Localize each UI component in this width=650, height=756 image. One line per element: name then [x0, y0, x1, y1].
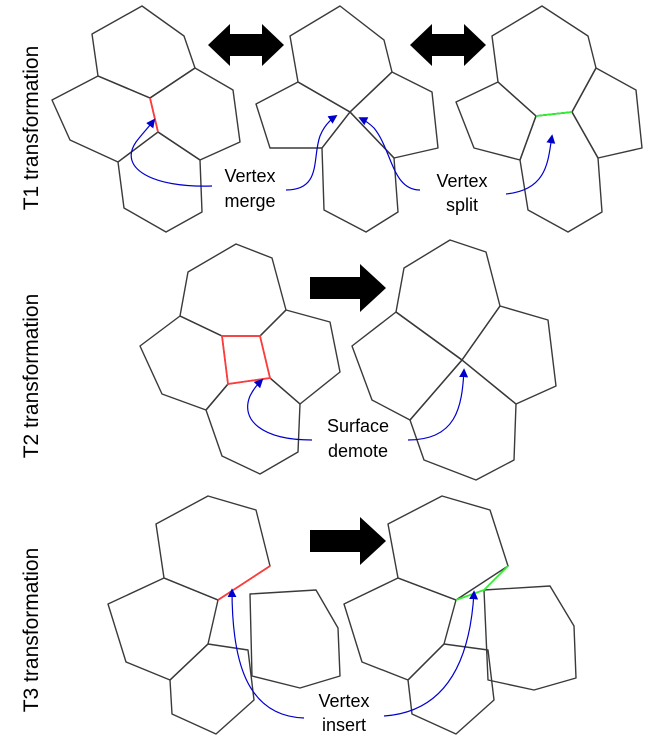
annotation-vertex-merge-line2: merge: [224, 191, 275, 211]
removed-cell: [220, 335, 272, 386]
cell: [349, 71, 439, 159]
cell: [491, 5, 597, 117]
annotation-curve: [130, 118, 213, 187]
t1-double-arrow-left: [208, 24, 284, 66]
cell: [259, 309, 341, 405]
new-edge: [535, 111, 573, 117]
double-headed-arrow-icon: [208, 24, 284, 66]
row-label-t2: T2 transformation: [20, 294, 43, 459]
annotation-curve: [247, 378, 313, 441]
cell: [139, 315, 229, 411]
annotation-vertex-merge-line1: Vertex: [224, 166, 275, 186]
annotation-curve: [358, 117, 421, 191]
new-edge: [455, 565, 509, 601]
t1-double-arrow-right: [410, 24, 486, 66]
cell: [169, 643, 255, 735]
annotation-vertex-split-line2: split: [446, 195, 478, 215]
annotation-vertex-split-line1: Vertex: [436, 171, 487, 191]
cell: [395, 239, 501, 361]
cell: [155, 495, 271, 601]
cell: [117, 131, 203, 233]
annotation-vertex-insert-line2: insert: [322, 715, 366, 735]
annotation-curve: [407, 368, 469, 441]
t3-before-panel: [107, 495, 341, 735]
cell: [107, 577, 219, 681]
t1-merged-panel: [255, 5, 439, 233]
annotation-curve: [383, 590, 479, 717]
cell: [571, 67, 643, 159]
t1-after-panel: [455, 5, 643, 233]
cell: [455, 81, 537, 161]
cell: [483, 585, 577, 691]
cell: [409, 359, 517, 481]
removed-edge: [149, 97, 159, 133]
cell: [249, 589, 341, 689]
annotation-curve: [227, 588, 305, 719]
right-arrow-icon: [310, 264, 386, 312]
cell: [519, 111, 603, 233]
cell: [351, 311, 463, 421]
t1-before-panel: [51, 5, 241, 233]
right-arrow-icon: [310, 517, 386, 565]
t3-after-panel: [343, 495, 577, 735]
annotation-curve: [505, 134, 556, 195]
cell: [343, 577, 457, 681]
annotation-curve: [285, 115, 338, 191]
double-headed-arrow-icon: [410, 24, 486, 66]
t2-after-panel: [351, 239, 557, 481]
annotation-vertex-insert-line1: Vertex: [318, 691, 369, 711]
cell: [289, 5, 393, 113]
cell: [51, 75, 159, 163]
cell: [255, 81, 351, 149]
t2-before-panel: [139, 243, 341, 475]
t2-forward-arrow: [310, 264, 386, 312]
cell: [149, 67, 241, 161]
annotation-surface-demote-line1: Surface: [327, 416, 389, 436]
cell: [179, 243, 287, 337]
cell: [461, 305, 557, 405]
cell: [321, 111, 399, 233]
annotation-surface-demote-line2: demote: [328, 441, 388, 461]
row-label-t1: T1 transformation: [20, 46, 43, 211]
cell: [407, 643, 495, 735]
removed-edge: [217, 565, 271, 601]
cell: [91, 5, 196, 99]
row-label-t3: T3 transformation: [20, 548, 43, 713]
cell: [205, 377, 301, 475]
t3-forward-arrow: [310, 517, 386, 565]
